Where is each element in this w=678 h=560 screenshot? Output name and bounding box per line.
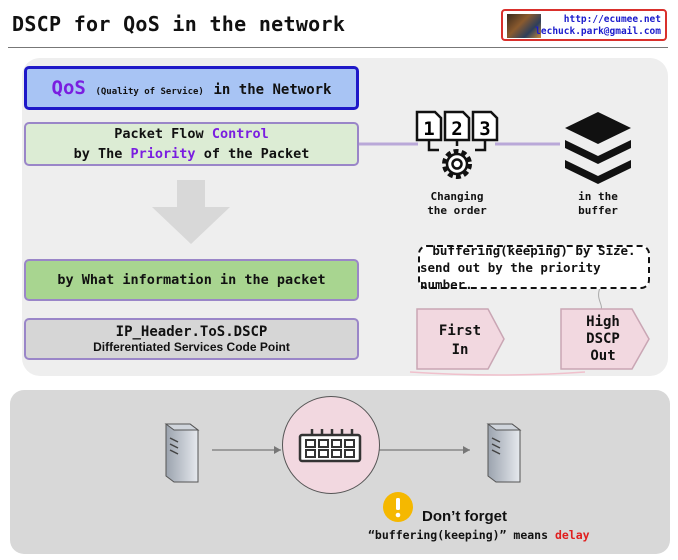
order-caption-line-1: Changing bbox=[430, 190, 484, 203]
gear-icon bbox=[442, 149, 472, 179]
buffering-line-1: buffering(keeping) by Size. bbox=[432, 242, 636, 258]
high-dscp-out-arrow bbox=[560, 308, 650, 370]
delay-note-text: “buffering(keeping)” means bbox=[368, 528, 555, 542]
buffering-line-2: send out by the priority number. bbox=[420, 259, 601, 292]
down-arrow bbox=[152, 180, 230, 244]
pf-control-highlight: Control bbox=[211, 126, 269, 142]
server-left-icon bbox=[164, 423, 200, 483]
warning-icon bbox=[383, 492, 413, 522]
page-title: DSCP for QoS in the network bbox=[12, 12, 346, 36]
author-badge[interactable]: http://ecumee.net lechuck.park@gmail.com bbox=[501, 9, 667, 41]
qos-small-label: (Quality of Service) bbox=[95, 87, 204, 97]
delay-note: “buffering(keeping)” means delay bbox=[368, 528, 590, 542]
pf-line2-pre: by The bbox=[73, 146, 131, 162]
high-line-3: Out bbox=[590, 348, 616, 364]
qos-title-line: QoS (Quality of Service) in the Network bbox=[52, 77, 332, 99]
high-dscp-label: High DSCP Out bbox=[563, 314, 643, 365]
pink-link-line bbox=[409, 371, 586, 376]
server-right-icon bbox=[486, 423, 522, 483]
first-in-line-1: First bbox=[438, 323, 482, 339]
high-line-2: DSCP bbox=[586, 331, 620, 347]
delay-highlight: delay bbox=[554, 528, 590, 542]
change-order-icon: 1 2 3 bbox=[415, 110, 499, 179]
packet-flow-box: Packet Flow Control by The Priority of t… bbox=[24, 122, 359, 166]
author-url[interactable]: http://ecumee.net bbox=[563, 14, 661, 25]
buffer-caption-line-2: buffer bbox=[578, 204, 618, 217]
pf-line2-post: of the Packet bbox=[195, 146, 310, 162]
first-in-label: First In bbox=[420, 322, 500, 360]
packet-flow-line-1: Packet Flow Control bbox=[114, 124, 268, 144]
title-divider bbox=[8, 47, 668, 48]
what-info-box: by What information in the packet bbox=[24, 259, 359, 301]
qos-rest-label: in the Network bbox=[213, 82, 332, 98]
pf-line1-text: Packet Flow bbox=[114, 126, 212, 142]
arrowhead-left bbox=[274, 446, 281, 454]
high-line-1: High bbox=[586, 314, 620, 330]
order-digit-3: 3 bbox=[479, 118, 490, 140]
what-info-label: by What information in the packet bbox=[57, 272, 326, 288]
first-in-line-2: In bbox=[451, 342, 469, 358]
buffering-note: buffering(keeping) by Size. send out by … bbox=[418, 242, 650, 292]
arrowhead-right bbox=[463, 446, 470, 454]
layers-stack-icon bbox=[565, 112, 631, 184]
author-thumbnail bbox=[507, 14, 541, 38]
order-caption: Changing the order bbox=[417, 190, 497, 218]
buffer-caption-line-1: in the bbox=[578, 190, 618, 203]
first-in-arrow bbox=[416, 308, 505, 370]
packet-flow-line-2: by The Priority of the Packet bbox=[74, 144, 310, 164]
pf-priority-highlight: Priority bbox=[130, 146, 196, 162]
ip-field-label: IP_Header.ToS.DSCP bbox=[115, 324, 268, 340]
qos-box: QoS (Quality of Service) in the Network bbox=[24, 66, 359, 110]
dont-forget-label: Don’t forget bbox=[422, 508, 507, 525]
ip-header-box: IP_Header.ToS.DSCP Differentiated Servic… bbox=[24, 318, 359, 360]
pentagon-arrows bbox=[416, 308, 650, 370]
switch-circle bbox=[282, 396, 380, 494]
order-digit-2: 2 bbox=[451, 118, 462, 140]
switch-icon bbox=[298, 429, 362, 463]
author-email[interactable]: lechuck.park@gmail.com bbox=[535, 26, 661, 37]
ip-desc-label: Differentiated Services Code Point bbox=[93, 340, 290, 354]
order-caption-line-2: the order bbox=[427, 204, 487, 217]
qos-big-label: QoS bbox=[51, 77, 86, 99]
buffer-caption: in the buffer bbox=[558, 190, 638, 218]
order-digit-1: 1 bbox=[423, 118, 434, 140]
